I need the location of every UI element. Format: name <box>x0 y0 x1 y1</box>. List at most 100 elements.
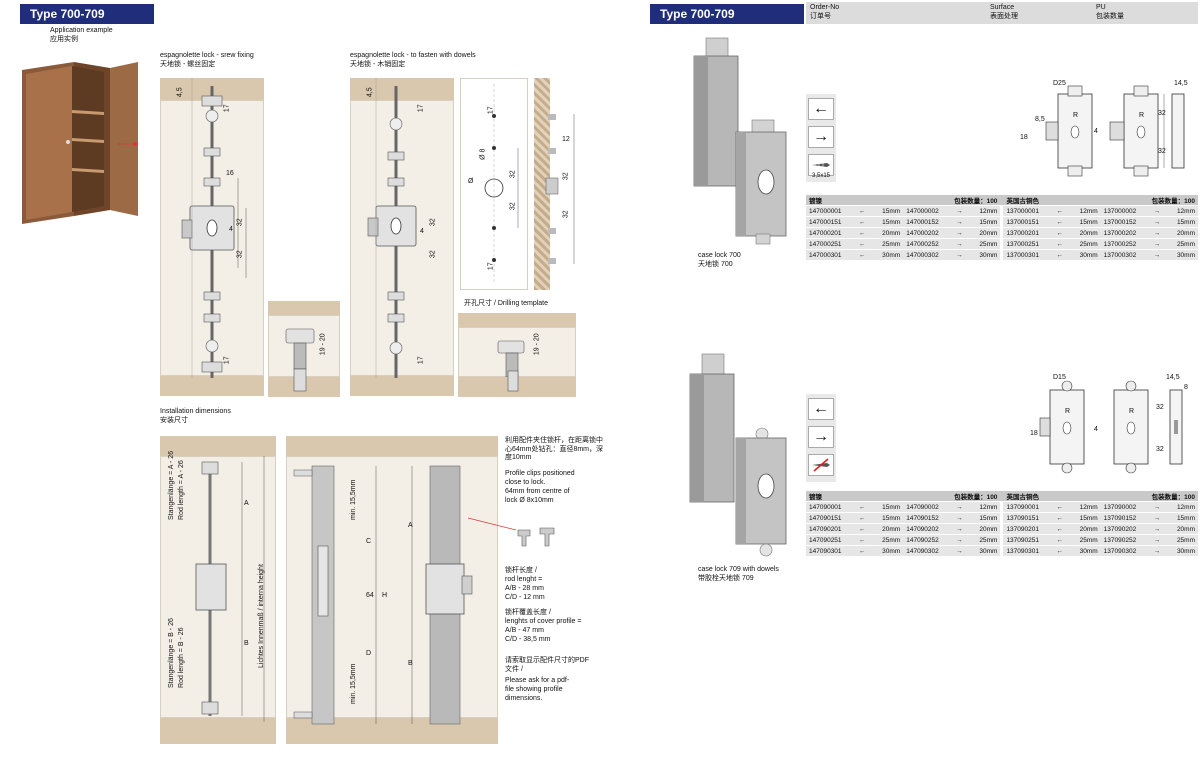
arrow-left-icon: ← <box>808 98 834 120</box>
application-label-en: Application example <box>50 27 113 34</box>
table-cell-a2: → <box>953 206 970 216</box>
rod-length-a-de: Stangenlänge = A - 26 <box>168 450 175 520</box>
table-cell-c1: 147000151 <box>806 217 856 227</box>
table-cell-a4: → <box>1150 217 1167 227</box>
dowel-bottom-wood <box>350 376 454 396</box>
dim-4-b: 4 <box>420 228 424 235</box>
table-cell-m4: 15mm <box>1166 217 1198 227</box>
dim-32-a: 32 <box>236 218 244 227</box>
table-cell-m2: 12mm <box>969 206 1001 216</box>
table-cell-a4: → <box>1150 546 1167 556</box>
table-cell-a1: ← <box>855 502 873 512</box>
table-cell-a2: → <box>953 546 970 556</box>
table-cell-m4: 25mm <box>1166 239 1198 249</box>
dim-h: H <box>382 592 388 599</box>
dim-4-5-b: 4,5 <box>366 87 374 98</box>
table-cell-a3: ← <box>1053 524 1070 534</box>
note-cover-en-1: lenghts of cover profile = <box>505 618 582 625</box>
lock-700-nickel-pu: 包装数量：100 <box>903 195 1001 205</box>
tmpl-32-b: 32 <box>509 202 517 211</box>
table-gap <box>1000 206 1004 216</box>
note-cover-en-2: A/B - 47 mm <box>505 627 544 634</box>
header-pu-cn: 包装数量 <box>1096 13 1124 20</box>
table-cell-c2: 147090152 <box>903 513 954 523</box>
dim-32-b: 32 <box>236 250 244 259</box>
dim-32-c: 32 <box>429 218 437 227</box>
case-lock-709-photo <box>689 353 787 557</box>
table-cell-m1: 25mm <box>872 535 904 545</box>
lock-700-order-table: 镀镍 包装数量：100 英国古铜色 包装数量：100 147000001←15m… <box>806 194 1198 261</box>
rod-length-a-en: Rod length = A - 26 <box>178 460 185 520</box>
tmpl-17-b: 17 <box>487 262 495 271</box>
screw-fixing-drawing <box>181 78 247 378</box>
table-cell-a1: ← <box>855 239 873 249</box>
table-cell-m4: 20mm <box>1166 524 1198 534</box>
table-cell-a3: ← <box>1053 217 1070 227</box>
table-cell-a2: → <box>953 217 970 227</box>
table-cell-m1: 15mm <box>872 206 904 216</box>
lock-709-brass-pu: 包装数量：100 <box>1100 491 1198 501</box>
table-cell-a4: → <box>1150 524 1167 534</box>
table-cell-a1: ← <box>855 250 873 260</box>
tmpl-17-a: 17 <box>487 106 495 115</box>
table-cell-c4: 137090152 <box>1100 513 1151 523</box>
table-cell-m1: 20mm <box>872 228 904 238</box>
table-cell-c2: 147000002 <box>903 206 954 216</box>
lock-709-nickel-header: 镀镍 <box>806 491 904 501</box>
lock-709-nickel-pu: 包装数量：100 <box>903 491 1001 501</box>
table-gap <box>1000 228 1004 238</box>
lock-700-d25: D25 <box>1053 80 1066 87</box>
lock-709-d32: 32 <box>1156 404 1164 411</box>
table-cell-m3: 30mm <box>1069 250 1101 260</box>
dim-4-5-a: 4,5 <box>176 87 184 98</box>
table-cell-c4: 137000002 <box>1100 206 1151 216</box>
table-gap <box>1000 513 1004 523</box>
note-clip-en-2: close to lock. <box>505 479 546 486</box>
lock-700-d145: 14,5 <box>1174 80 1188 87</box>
table-cell-m2: 30mm <box>969 250 1001 260</box>
install-left-top-wood <box>160 436 276 456</box>
table-cell-m3: 25mm <box>1069 239 1101 249</box>
table-cell-c4: 137000252 <box>1100 239 1151 249</box>
table-cell-a3: ← <box>1053 535 1070 545</box>
min-15-5-a: min. 15,5mm <box>350 479 357 520</box>
installation-title-cn: 安装尺寸 <box>160 417 188 424</box>
table-cell-a3: ← <box>1053 513 1070 523</box>
table-cell-m4: 25mm <box>1166 535 1198 545</box>
screw-bottom-detail-drawing <box>268 328 340 397</box>
table-cell-m3: 15mm <box>1069 217 1101 227</box>
table-cell-a2: → <box>953 535 970 545</box>
header-order-en: Order-No <box>810 4 840 11</box>
header-pu-en: PU <box>1096 4 1106 11</box>
table-cell-a3: ← <box>1053 502 1070 512</box>
table-cell-m4: 15mm <box>1166 513 1198 523</box>
note-pdf-en-2: file showing profile <box>505 686 563 693</box>
table-cell-a1: ← <box>855 535 873 545</box>
lock-700-d32: 32 <box>1158 110 1166 117</box>
side-32-b: 32 <box>562 210 570 219</box>
dim-c: C <box>366 538 372 545</box>
drilling-template-drawing <box>484 84 519 284</box>
table-cell-a2: → <box>953 250 970 260</box>
table-cell-m2: 15mm <box>969 217 1001 227</box>
note-rod-en-3: C/D - 12 mm <box>505 594 545 601</box>
table-cell-c2: 147000252 <box>903 239 954 249</box>
table-cell-c1: 147090301 <box>806 546 856 556</box>
table-cell-a3: ← <box>1053 239 1070 249</box>
lock-700-brass-pu: 包装数量：100 <box>1100 195 1198 205</box>
type-tag-left: Type 700-709 <box>20 4 154 24</box>
table-gap <box>1000 502 1004 512</box>
dim-19-20-b: 19 - 20 <box>533 333 541 356</box>
arrow-right-icon: → <box>808 126 834 148</box>
dim-32-d: 32 <box>429 250 437 259</box>
table-cell-c1: 147090201 <box>806 524 856 534</box>
table-cell-m3: 12mm <box>1069 206 1101 216</box>
table-cell-m1: 30mm <box>872 250 904 260</box>
table-cell-c1: 147000251 <box>806 239 856 249</box>
installation-title-en: Installation dimensions <box>160 408 231 415</box>
